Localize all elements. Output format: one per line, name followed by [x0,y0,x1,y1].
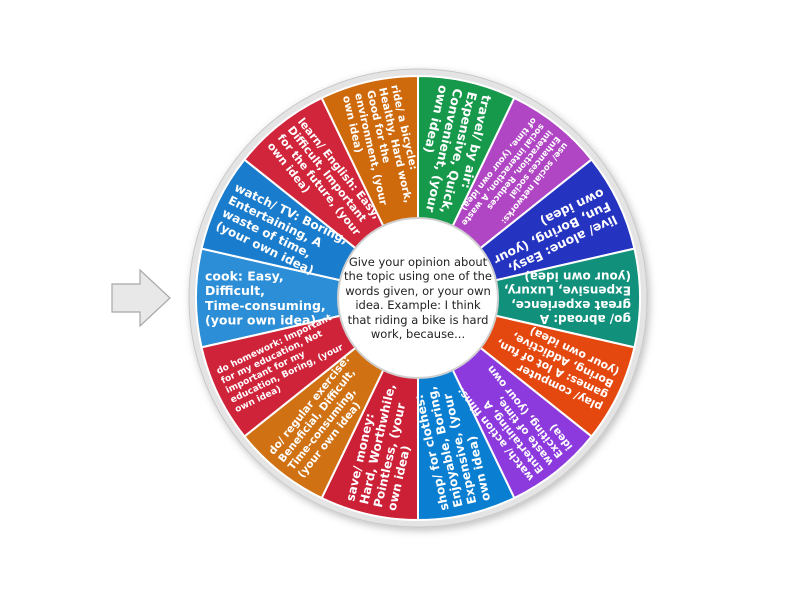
wheel-segment [195,247,419,349]
segment-label: save/ money:Hard, Worthwhile,Pointless, … [343,379,425,512]
wheel-segment [417,247,641,349]
arrow-right-icon [111,268,171,328]
segment-label: go/ abroad: Agreat experience,Expensive,… [504,270,631,326]
segment-label: cook: Easy,Difficult,Time-consuming,(you… [205,268,326,327]
center-prompt: Give your opinion about the topic using … [344,254,492,342]
wheel-segments: cook: Easy,Difficult,Time-consuming,(you… [195,74,641,522]
center-circle [337,217,499,379]
